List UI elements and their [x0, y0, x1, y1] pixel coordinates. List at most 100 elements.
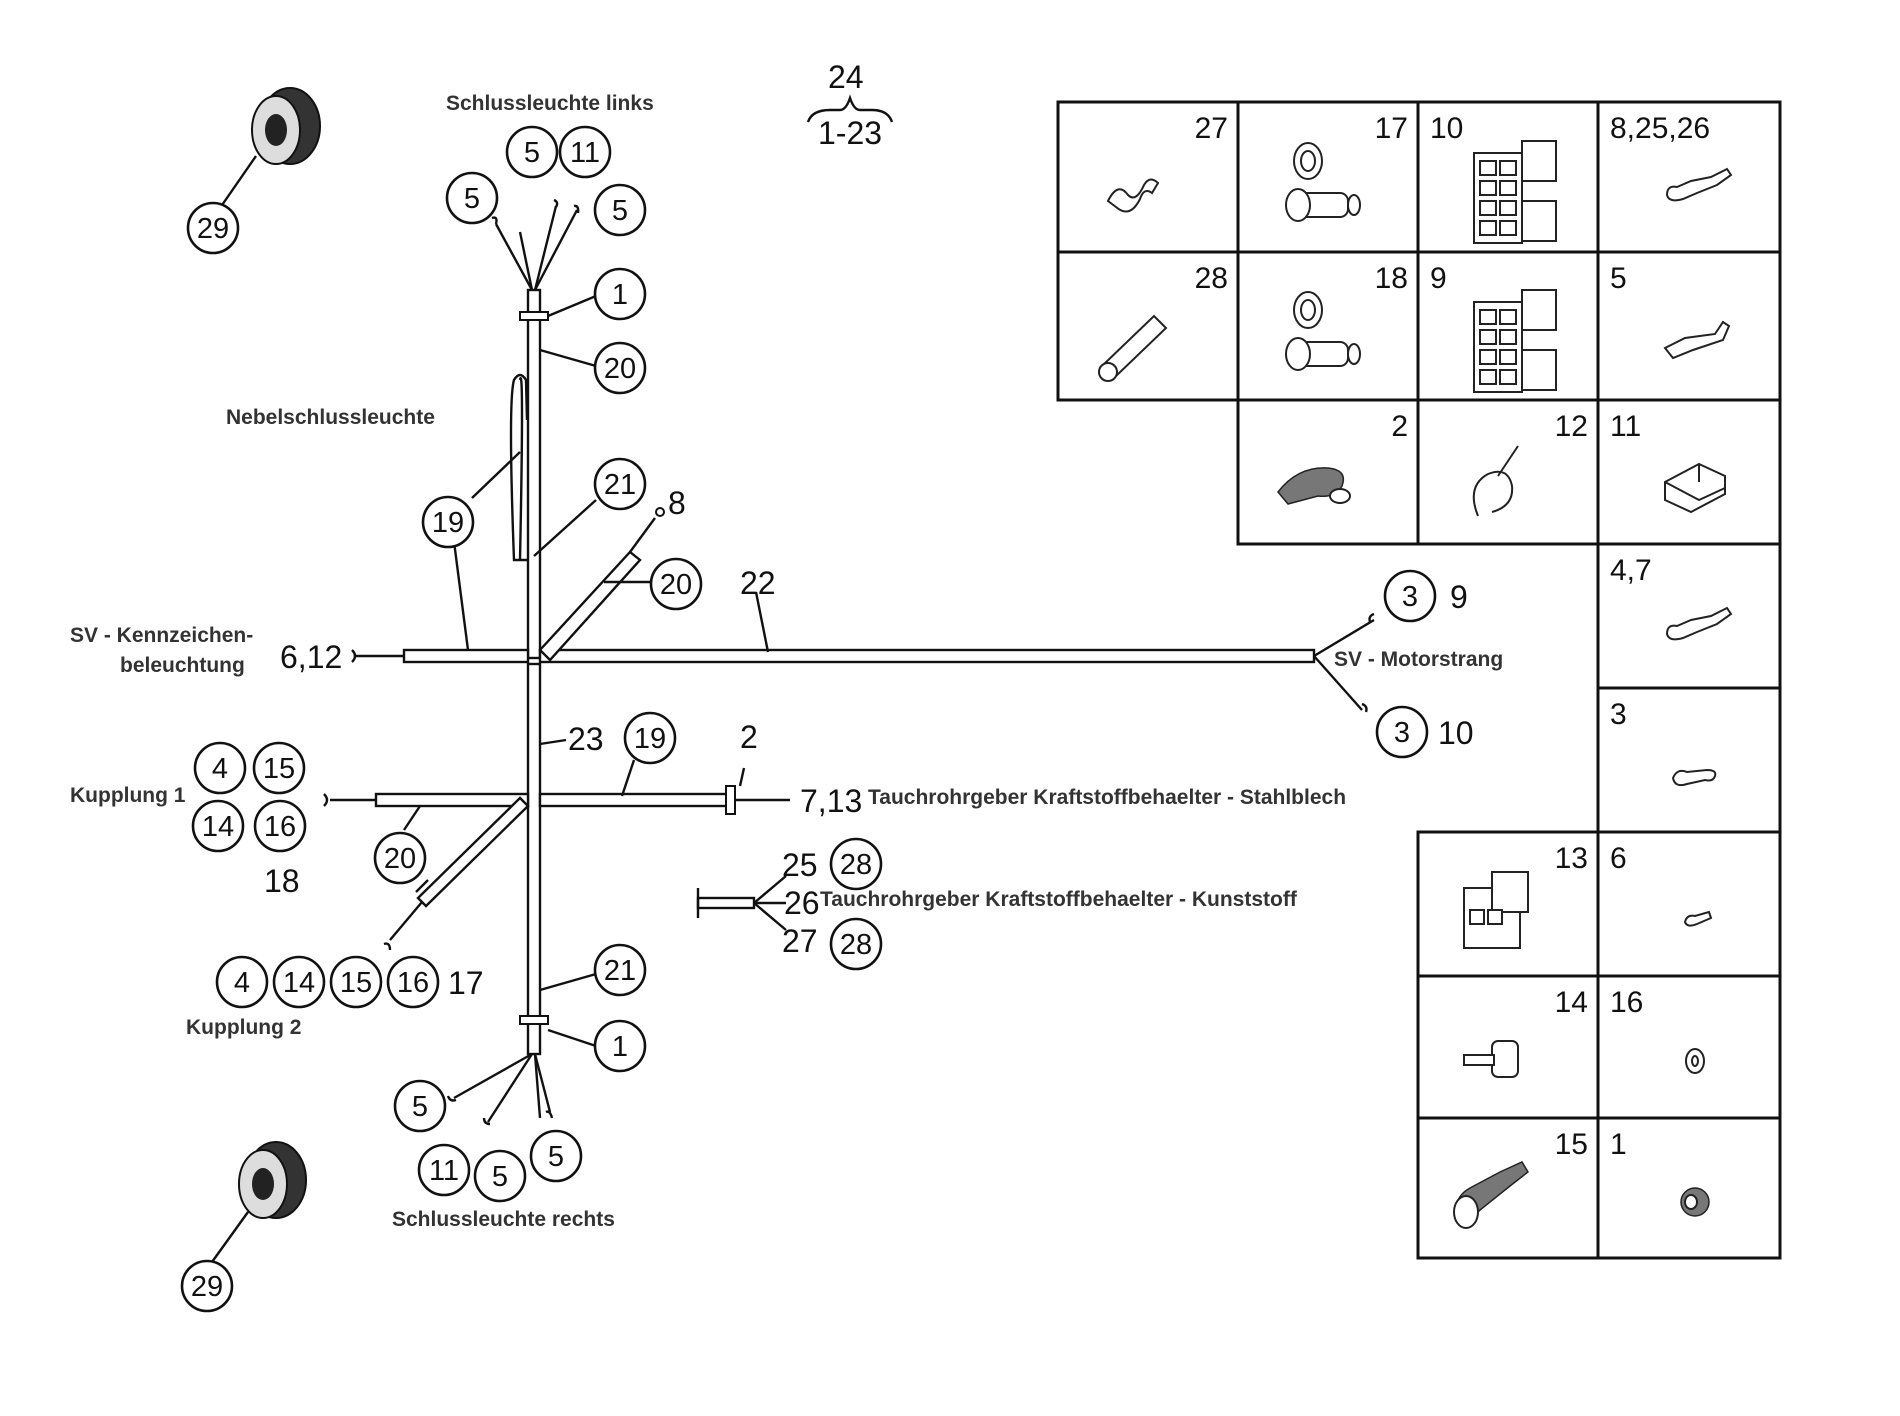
- svg-text:5: 5: [524, 137, 540, 169]
- callout-5-bottom-b: 5: [473, 1149, 527, 1203]
- group-range: 1-23: [818, 115, 882, 151]
- parts-cell-label: 14: [1555, 986, 1588, 1019]
- parts-cell: 17: [1236, 100, 1420, 254]
- small-pin-icon: [1683, 910, 1713, 927]
- parts-cell: 27: [1056, 100, 1240, 254]
- parts-cell-label: 9: [1430, 262, 1447, 295]
- parts-cell-label: 27: [1195, 112, 1228, 145]
- small-housing-icon: [1664, 462, 1726, 514]
- parts-cell: 4,7: [1596, 542, 1782, 690]
- harness-branch-kupplung-2: [416, 796, 530, 908]
- parts-cell: 10: [1416, 100, 1600, 254]
- callout-15-k1: 15: [252, 741, 306, 795]
- label-9-motor: 9: [1450, 579, 1468, 615]
- parts-cell-label: 12: [1555, 410, 1588, 443]
- label-nebelschlussleuchte: Nebelschlussleuchte: [226, 406, 435, 429]
- parts-cell: 3: [1596, 686, 1782, 834]
- seal-plug-icon: [1285, 142, 1361, 222]
- label-2-tank: 2: [740, 719, 758, 755]
- parts-cell: 28: [1056, 250, 1240, 402]
- grommet-icon: [251, 87, 321, 165]
- callout-3-motor-b: 3: [1375, 705, 1429, 759]
- parts-cell-label: 18: [1375, 262, 1408, 295]
- parts-cell: 15: [1416, 1116, 1600, 1260]
- callout-14-k2: 14: [272, 955, 326, 1009]
- label-kupplung-1: Kupplung 1: [70, 784, 186, 807]
- svg-text:28: 28: [840, 929, 872, 961]
- svg-text:15: 15: [263, 753, 295, 785]
- callout-5-top: 5: [505, 125, 559, 179]
- parts-cell-label: 8,25,26: [1610, 112, 1710, 145]
- label-6-12: 6,12: [280, 639, 342, 675]
- callout-11-top: 11: [558, 125, 612, 179]
- callout-14-k1: 14: [191, 799, 245, 853]
- svg-text:29: 29: [191, 1271, 223, 1303]
- svg-text:14: 14: [283, 967, 315, 999]
- connector-housing-icon: [1473, 289, 1557, 393]
- callout-11-bottom: 11: [417, 1143, 471, 1197]
- two-pin-housing-icon: [1463, 871, 1529, 949]
- parts-cell-label: 16: [1610, 986, 1643, 1019]
- callout-5-top-left: 5: [445, 171, 499, 225]
- callout-4-k2: 4: [215, 955, 269, 1009]
- boot-icon: [1277, 467, 1351, 505]
- callout-21-mid: 21: [593, 457, 647, 511]
- svg-text:5: 5: [548, 1141, 564, 1173]
- parts-cell: 11: [1596, 398, 1782, 546]
- label-8: 8: [668, 485, 686, 521]
- label-sv-kennzeichen-2: beleuchtung: [120, 654, 245, 677]
- svg-text:11: 11: [429, 1155, 459, 1187]
- harness-branch-kupplung-1: [374, 792, 530, 808]
- svg-text:5: 5: [492, 1161, 508, 1193]
- label-18-k1: 18: [264, 863, 300, 899]
- harness-branch-tank: [538, 792, 732, 808]
- harness-trunk-lower: [526, 662, 542, 1056]
- svg-text:15: 15: [340, 967, 372, 999]
- parts-cell-label: 6: [1610, 842, 1627, 875]
- callout-28-kunst-b: 28: [829, 917, 883, 971]
- callout-21-bottom: 21: [593, 943, 647, 997]
- label-sv-kennzeichen-1: SV - Kennzeichen-: [70, 624, 253, 647]
- callout-29-top: 29: [186, 201, 240, 255]
- parts-cell: 14: [1416, 974, 1600, 1120]
- parts-cell-label: 10: [1430, 112, 1463, 145]
- clip-icon: [1106, 178, 1160, 213]
- callout-19-center: 19: [623, 711, 677, 765]
- svg-text:19: 19: [432, 507, 464, 539]
- grommet-icon: [1680, 1187, 1710, 1217]
- svg-text:16: 16: [264, 811, 296, 843]
- parts-cell-label: 3: [1610, 698, 1627, 731]
- svg-text:21: 21: [604, 469, 636, 501]
- svg-text:28: 28: [840, 849, 872, 881]
- crimp-terminal-icon: [1665, 606, 1733, 641]
- flat-terminal-icon: [1663, 320, 1731, 360]
- parts-cell: 8,25,26: [1596, 100, 1782, 254]
- parts-cell-label: 5: [1610, 262, 1627, 295]
- rubber-boot-icon: [1453, 1161, 1529, 1229]
- parts-cell: 6: [1596, 830, 1782, 978]
- svg-text:5: 5: [412, 1091, 428, 1123]
- callout-20-top: 20: [593, 341, 647, 395]
- svg-text:25: 25: [782, 847, 818, 883]
- callout-16-k1: 16: [253, 799, 307, 853]
- callout-28-kunst-a: 28: [829, 837, 883, 891]
- callout-25-kunst: 25: [782, 847, 818, 883]
- svg-text:3: 3: [1402, 581, 1418, 613]
- label-23: 23: [568, 721, 604, 757]
- svg-text:20: 20: [604, 353, 636, 385]
- callout-16-k2: 16: [386, 955, 440, 1009]
- callout-20-diagonal: 20: [649, 557, 703, 611]
- parts-cell: 16: [1596, 974, 1782, 1120]
- svg-text:3: 3: [1394, 717, 1410, 749]
- harness-trunk-upper: [526, 288, 542, 660]
- label-kupplung-2: Kupplung 2: [186, 1016, 301, 1039]
- svg-text:4: 4: [212, 753, 228, 785]
- label-sv-motorstrang: SV - Motorstrang: [1334, 648, 1503, 671]
- svg-text:29: 29: [197, 213, 229, 245]
- callout-19-nebel: 19: [421, 495, 475, 549]
- callout-3-motor-a: 3: [1383, 569, 1437, 623]
- label-27-kunst: 27: [782, 923, 818, 959]
- svg-text:14: 14: [202, 811, 234, 843]
- label-tauchrohr-stahlblech: Tauchrohrgeber Kraftstoffbehaelter - Sta…: [868, 786, 1346, 809]
